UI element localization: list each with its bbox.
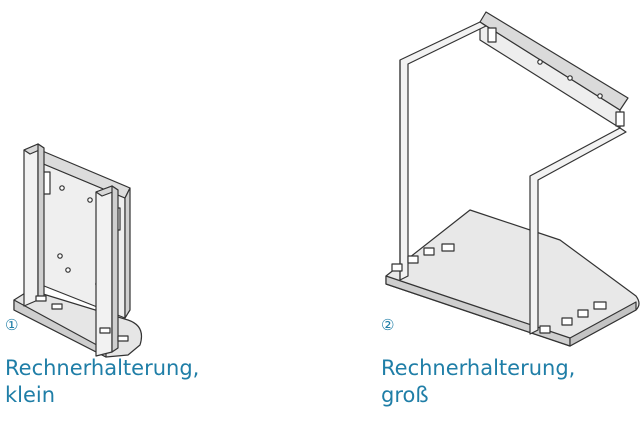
product-small-holder: ① Rechnerhalterung, klein — [0, 0, 300, 438]
product-name-line2: klein — [5, 383, 56, 407]
small-holder-illustration — [13, 143, 143, 358]
product-name-line2: groß — [381, 383, 429, 407]
product-number: ① — [5, 316, 19, 334]
product-number: ② — [381, 316, 395, 334]
product-name: Rechnerhalterung, klein — [5, 355, 199, 409]
product-name-line1: Rechnerhalterung, — [5, 356, 200, 380]
product-name-line1: Rechnerhalterung, — [381, 356, 576, 380]
product-large-holder: ② Rechnerhalterung, groß — [330, 0, 642, 438]
large-holder-illustration — [385, 11, 640, 347]
product-name: Rechnerhalterung, groß — [381, 355, 575, 409]
